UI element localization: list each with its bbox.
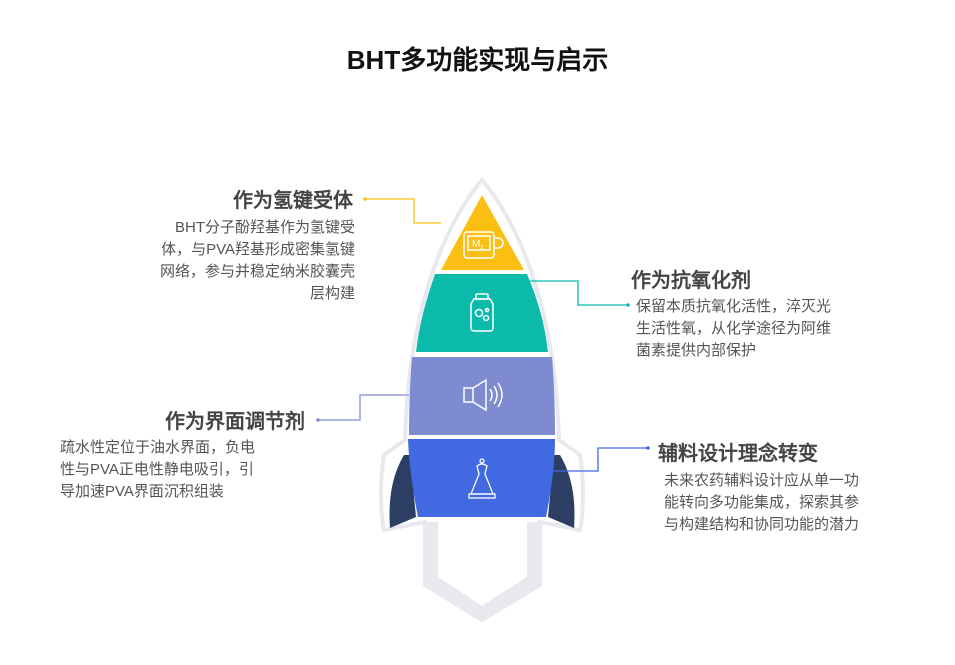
desc-line: 体，与PVA羟基形成密集氢键 xyxy=(161,241,355,258)
desc-line: 性与PVA正电性静电吸引，引 xyxy=(60,461,254,478)
desc-line: 层构建 xyxy=(309,285,355,302)
connector-hydrogen xyxy=(365,198,441,224)
desc-hydrogen-bond: BHT分子酚羟基作为氢键受 体，与PVA羟基形成密集氢键 网络，参与并稳定纳米胶… xyxy=(160,217,355,305)
connector-design xyxy=(552,447,648,472)
right-fin xyxy=(548,455,575,528)
desc-interface: 疏水性定位于油水界面，负电 性与PVA正电性静电吸引，引 导加速PVA界面沉积组… xyxy=(60,437,255,503)
desc-line: 保留本质抗氧化活性，淬灭光 xyxy=(636,298,832,315)
connector-antioxidant xyxy=(530,280,628,306)
desc-line: 未来农药辅料设计应从单一功 xyxy=(664,472,860,489)
speaker-icon xyxy=(463,378,503,412)
desc-line: 导加速PVA界面沉积组装 xyxy=(60,483,224,500)
segment-purple xyxy=(409,357,555,435)
desc-line: 疏水性定位于油水界面，负电 xyxy=(60,439,256,456)
dress-form-icon xyxy=(468,458,496,499)
desc-design: 未来农药辅料设计应从单一功 能转向多功能集成，探索其参 与构建结构和协同功能的潜… xyxy=(664,470,859,536)
page-title: BHT多功能实现与启示 xyxy=(346,45,609,75)
desc-antioxidant: 保留本质抗氧化活性，淬灭光 生活性氧，从化学途径为阿维 菌素提供内部保护 xyxy=(636,296,831,362)
desc-line: 菌素提供内部保护 xyxy=(636,342,757,359)
desc-line: 网络，参与并稳定纳米胶囊壳 xyxy=(159,263,355,280)
heading-antioxidant: 作为抗氧化剂 xyxy=(631,270,751,292)
desc-line: 能转向多功能集成，探索其参 xyxy=(664,494,860,511)
connector-interface xyxy=(318,394,409,421)
jar-icon xyxy=(470,293,494,332)
desc-line: BHT分子酚羟基作为氢键受 xyxy=(174,219,355,236)
rocket-nozzle xyxy=(426,522,539,621)
heading-interface: 作为界面调节剂 xyxy=(165,411,305,433)
desc-line: 生活性氧，从化学途径为阿维 xyxy=(636,320,832,337)
segment-blue xyxy=(408,439,555,517)
left-fin xyxy=(389,455,416,528)
desc-line: 与构建结构和协同功能的潜力 xyxy=(664,516,860,533)
heading-hydrogen-bond: 作为氢键受体 xyxy=(233,190,353,212)
heading-design: 辅料设计理念转变 xyxy=(658,443,818,465)
